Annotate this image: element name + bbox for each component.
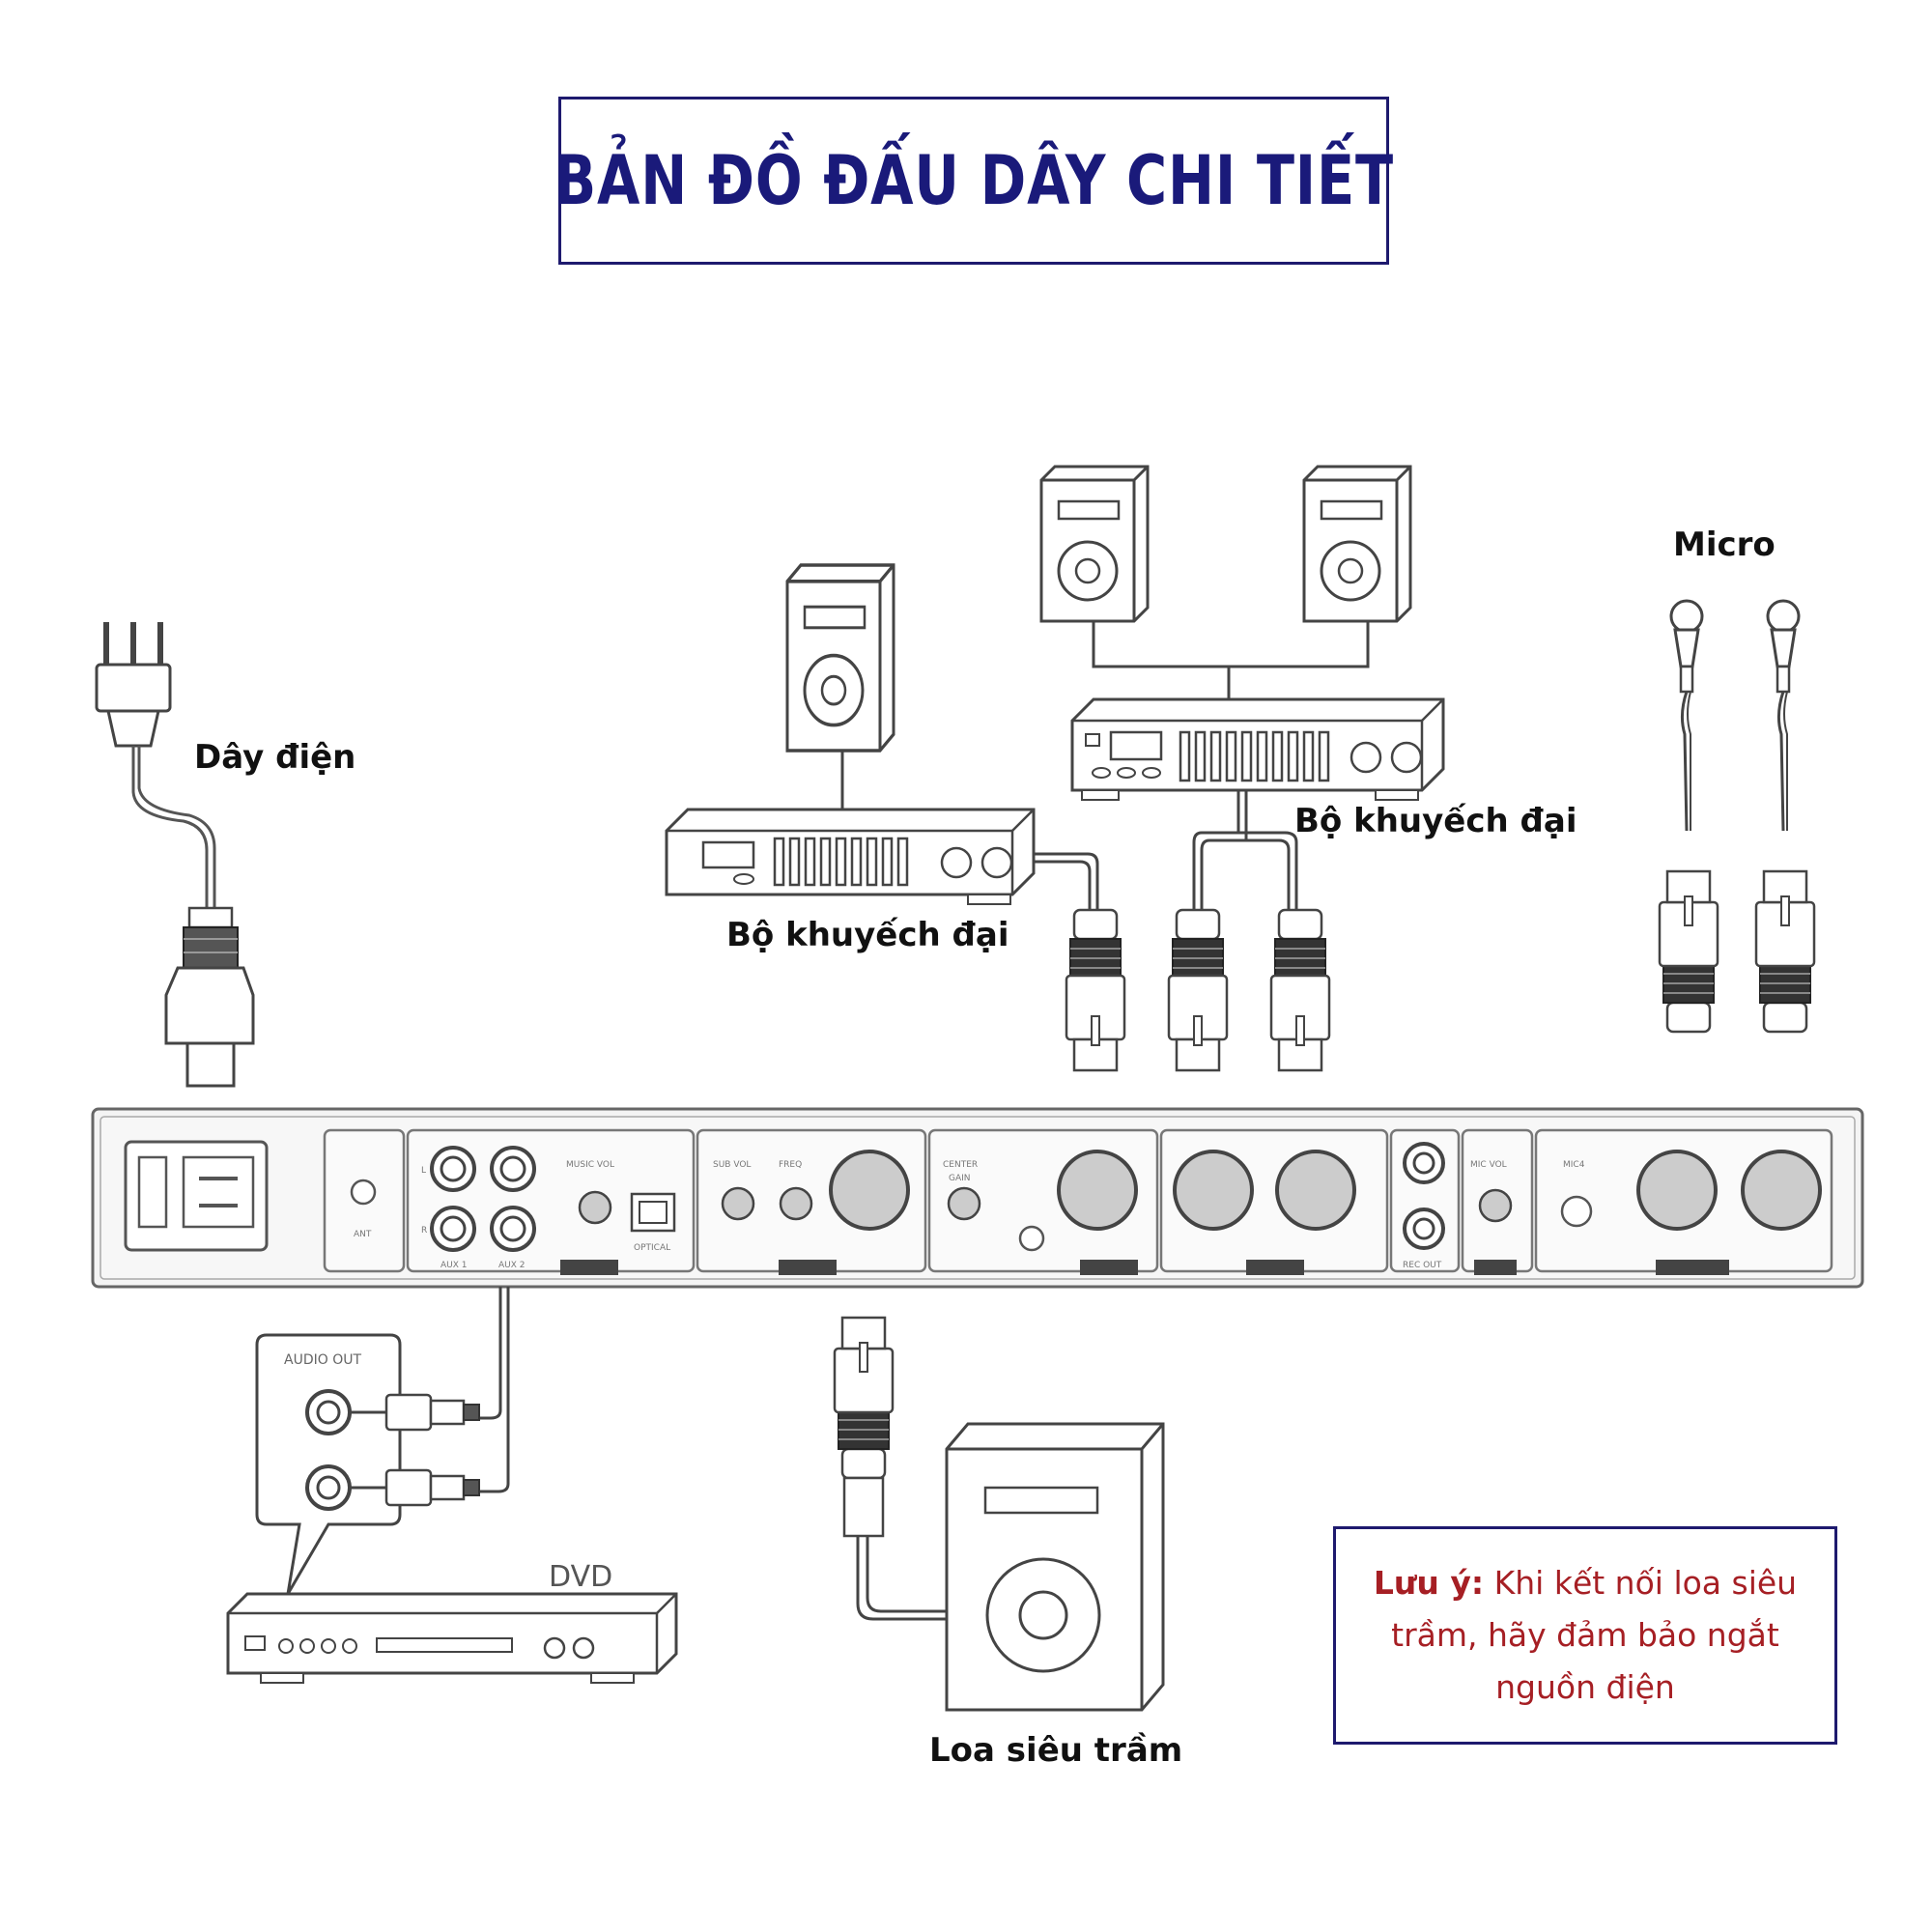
svg-text:ANT: ANT	[354, 1230, 372, 1239]
micro-label: Micro	[1673, 526, 1776, 564]
amplifier-left-icon	[665, 808, 1036, 905]
amplifier-left-label: Bộ khuyếch đại	[726, 916, 1009, 954]
subwoofer-icon	[945, 1422, 1165, 1712]
svg-text:REC OUT: REC OUT	[1403, 1261, 1442, 1270]
svg-text:AUX 2: AUX 2	[498, 1261, 526, 1270]
svg-text:FREQ: FREQ	[779, 1160, 802, 1170]
title-frame: BẢN ĐỒ ĐẤU DÂY CHI TIẾT	[554, 97, 1393, 265]
microphone-2-icon	[1754, 599, 1816, 1034]
power-plug-icon	[95, 622, 255, 1088]
speaker-right-2-icon	[1302, 465, 1412, 623]
subwoofer-label: Loa siêu trầm	[929, 1731, 1183, 1770]
note-text: Khi kết nối loa siêu trầm, hãy đảm bảo n…	[1391, 1564, 1798, 1706]
svg-text:CENTER: CENTER	[943, 1160, 978, 1170]
power-cord-label: Dây điện	[194, 738, 356, 777]
note-paragraph: Lưu ý: Khi kết nối loa siêu trầm, hãy đả…	[1361, 1557, 1809, 1714]
note-label: Lưu ý:	[1373, 1564, 1485, 1602]
page-title: BẢN ĐỒ ĐẤU DÂY CHI TIẾT	[554, 141, 1394, 220]
svg-text:OPTICAL: OPTICAL	[634, 1243, 670, 1253]
svg-text:R: R	[421, 1226, 427, 1236]
svg-text:SUB VOL: SUB VOL	[713, 1160, 751, 1170]
amplifier-right-label: Bộ khuyếch đại	[1294, 802, 1577, 840]
speaker-right-1-icon	[1039, 465, 1150, 623]
audio-out-label: AUDIO OUT	[284, 1352, 361, 1368]
svg-text:MUSIC VOL: MUSIC VOL	[566, 1160, 614, 1170]
speaker-left-icon	[785, 563, 895, 753]
svg-text:L: L	[421, 1166, 426, 1176]
microphone-1-icon	[1658, 599, 1719, 1034]
svg-text:GAIN: GAIN	[949, 1174, 971, 1183]
dvd-player-icon	[226, 1592, 678, 1684]
audio-out-callout	[255, 1333, 480, 1595]
amplifier-right-icon	[1070, 697, 1445, 801]
note-box: Lưu ý: Khi kết nối loa siêu trầm, hãy đả…	[1333, 1526, 1837, 1745]
xlr-output-2-icon	[1167, 908, 1229, 1072]
dvd-label: DVD	[549, 1560, 612, 1594]
subwoofer-xlr-icon	[833, 1316, 895, 1538]
svg-text:MIC4: MIC4	[1563, 1160, 1585, 1170]
svg-text:MIC VOL: MIC VOL	[1470, 1160, 1507, 1170]
karaoke-processor-panel: ANT L R AUX 1 AUX 2 MUSIC VOL OPTICAL SU…	[91, 1107, 1864, 1289]
svg-text:AUX 1: AUX 1	[440, 1261, 468, 1270]
xlr-output-1-icon	[1065, 908, 1126, 1072]
xlr-output-3-icon	[1269, 908, 1331, 1072]
